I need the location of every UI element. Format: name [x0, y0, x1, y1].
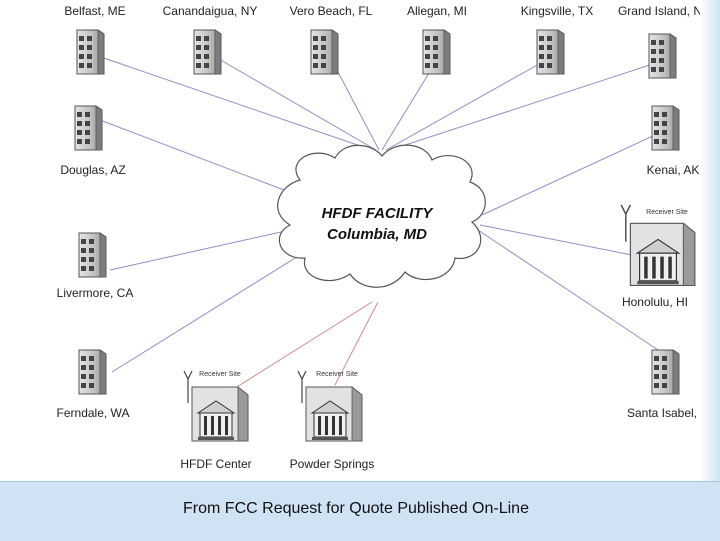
caption-bar: From FCC Request for Quote Published On-…	[0, 481, 720, 541]
site-label: Vero Beach, FL	[290, 4, 373, 18]
site-douglas: Douglas, AZ	[60, 105, 126, 177]
site-label: Ferndale, WA	[57, 406, 130, 420]
receiver-links	[231, 301, 379, 391]
link-powder-springs	[334, 301, 379, 386]
building-icon	[648, 33, 677, 79]
site-label: Allegan, MI	[407, 4, 467, 18]
site-belfast: Belfast, ME	[64, 4, 126, 75]
link-santa-isabel	[477, 229, 659, 351]
building-icon	[74, 105, 103, 151]
building-icon	[193, 29, 222, 75]
connection-lines	[94, 54, 666, 373]
site-label: Kenai, AK	[647, 163, 700, 177]
link-kenai	[481, 134, 656, 216]
site-honolulu: Receiver Site Honolulu, HI	[620, 204, 696, 309]
site-label: Canandaigua, NY	[163, 4, 258, 18]
link-ferndale	[111, 254, 301, 373]
site-label: Livermore, CA	[57, 286, 134, 300]
building-icon	[78, 349, 107, 395]
site-label: HFDF Center	[180, 457, 251, 471]
building-icon	[78, 232, 107, 278]
link-douglas	[99, 119, 306, 199]
site-canandaigua: Canandaigua, NY	[163, 4, 258, 75]
site-grand-island: Grand Island, NE	[618, 4, 710, 79]
site-allegan: Allegan, MI	[407, 4, 467, 75]
caption-text: From FCC Request for Quote Published On-…	[183, 500, 529, 517]
site-label: Kingsville, TX	[521, 4, 593, 18]
site-livermore: Livermore, CA	[57, 232, 134, 300]
link-livermore	[109, 229, 291, 271]
link-honolulu	[479, 224, 633, 256]
hfdf-facility-cloud: HFDF FACILITY Columbia, MD	[277, 144, 486, 288]
building-icon	[76, 29, 105, 75]
site-label: Grand Island, NE	[618, 4, 710, 18]
site-label: Honolulu, HI	[622, 295, 688, 309]
receiver-building-icon	[183, 370, 249, 442]
building-icon	[422, 29, 451, 75]
building-icon	[310, 29, 339, 75]
building-icon	[536, 29, 565, 75]
receiver-site-tag: Receiver Site	[199, 371, 241, 378]
building-icon	[651, 105, 680, 151]
building-icon	[651, 349, 680, 395]
hub-location: Columbia, MD	[327, 226, 427, 243]
site-kingsville: Kingsville, TX	[521, 4, 593, 75]
hub-title: HFDF FACILITY	[322, 205, 435, 222]
link-hfdf-center	[231, 301, 373, 391]
receiver-site-tag: Receiver Site	[646, 209, 688, 216]
site-hfdf-center: Receiver Site HFDF Center	[180, 370, 252, 471]
site-label: Belfast, ME	[64, 4, 125, 18]
site-label: Douglas, AZ	[60, 163, 125, 177]
receiver-site-tag: Receiver Site	[316, 371, 358, 378]
receiver-building-icon	[297, 370, 363, 442]
link-grand-island	[389, 59, 666, 151]
site-kenai: Kenai, AK	[647, 105, 700, 177]
site-label: Santa Isabel, PR	[627, 406, 717, 420]
receiver-building-icon	[620, 204, 696, 287]
link-canandaigua	[211, 54, 377, 151]
site-santa-isabel: Santa Isabel, PR	[627, 349, 717, 420]
link-kingsville	[385, 54, 556, 151]
link-belfast	[94, 54, 373, 151]
site-vero-beach: Vero Beach, FL	[290, 4, 373, 75]
slide-edge-shade	[700, 0, 720, 481]
site-ferndale: Ferndale, WA	[57, 349, 130, 420]
site-label: Powder Springs	[290, 457, 375, 471]
site-powder-springs: Receiver Site Powder Springs	[290, 370, 375, 471]
